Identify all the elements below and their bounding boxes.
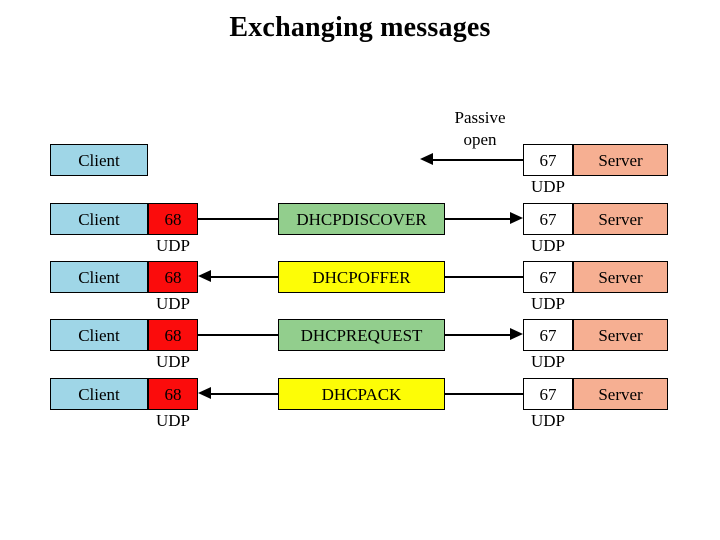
row4-server-port-label: 67 [539, 384, 557, 404]
row3-client-box: Client [50, 319, 148, 351]
row3-arrow-right-icon [510, 328, 523, 340]
row1-client-port-box: 68 [148, 203, 198, 235]
row3-server-port-label: 67 [539, 325, 557, 345]
row4-connector-line-left [211, 393, 278, 395]
row1-client-port-label: 68 [164, 209, 182, 229]
row3-server-label: Server [598, 325, 643, 345]
row1-server-box: Server [573, 203, 668, 235]
row1-client-label: Client [78, 209, 120, 229]
row4-arrow-left-icon [198, 387, 211, 399]
row1-server-port-box: 67 [523, 203, 573, 235]
row1-client-udp-label: UDP [155, 236, 190, 255]
row4-message-box: DHCPACK [278, 378, 445, 410]
row2-client-label: Client [78, 267, 120, 287]
row2-client-port-box: 68 [148, 261, 198, 293]
row0-connector-line [428, 159, 523, 161]
row2-server-udp-label: UDP [530, 294, 565, 313]
row4-client-port-box: 68 [148, 378, 198, 410]
row2-server-box: Server [573, 261, 668, 293]
row2-client-box: Client [50, 261, 148, 293]
row4-server-port-box: 67 [523, 378, 573, 410]
row3-client-label: Client [78, 325, 120, 345]
row2-client-udp-label: UDP [155, 294, 190, 313]
page-title: Exchanging messages [229, 12, 491, 43]
passive-open-line2: open [463, 129, 497, 149]
row1-server-label: Server [598, 209, 643, 229]
row1-connector-line-left [198, 218, 278, 220]
row0-client-label: Client [78, 150, 120, 170]
row3-server-port-box: 67 [523, 319, 573, 351]
row1-client-box: Client [50, 203, 148, 235]
row3-connector-line-right [445, 334, 510, 336]
row2-arrow-left-icon [198, 270, 211, 282]
row3-client-udp-label: UDP [155, 352, 190, 371]
row2-message-box: DHCPOFFER [278, 261, 445, 293]
row3-message-box: DHCPREQUEST [278, 319, 445, 351]
row2-message-label: DHCPOFFER [312, 267, 411, 287]
row4-message-label: DHCPACK [321, 384, 402, 404]
row4-client-box: Client [50, 378, 148, 410]
row0-server-port-box: 67 [523, 144, 573, 176]
row2-connector-line-left [211, 276, 278, 278]
row1-connector-line-right [445, 218, 510, 220]
row2-connector-line-right [445, 276, 523, 278]
row0-server-udp-label: UDP [530, 177, 565, 196]
row2-server-port-label: 67 [539, 267, 557, 287]
row3-server-udp-label: UDP [530, 352, 565, 371]
row2-server-label: Server [598, 267, 643, 287]
row3-connector-line-left [198, 334, 278, 336]
row1-message-box: DHCPDISCOVER [278, 203, 445, 235]
passive-open-line1: Passive [454, 108, 506, 127]
row0-server-box: Server [573, 144, 668, 176]
row2-client-port-label: 68 [164, 267, 182, 287]
row1-message-label: DHCPDISCOVER [296, 209, 427, 229]
row4-client-port-label: 68 [164, 384, 182, 404]
row4-client-label: Client [78, 384, 120, 404]
row0-server-label: Server [598, 150, 643, 170]
row0-server-port-label: 67 [539, 150, 557, 170]
row2-server-port-box: 67 [523, 261, 573, 293]
row0-arrow-left-icon [420, 153, 433, 165]
row4-server-box: Server [573, 378, 668, 410]
row3-client-port-label: 68 [164, 325, 182, 345]
row0-client-box: Client [50, 144, 148, 176]
row3-message-label: DHCPREQUEST [300, 325, 423, 345]
row3-server-box: Server [573, 319, 668, 351]
row1-server-udp-label: UDP [530, 236, 565, 255]
row3-client-port-box: 68 [148, 319, 198, 351]
row1-arrow-right-icon [510, 212, 523, 224]
row4-connector-line-right [445, 393, 523, 395]
row4-client-udp-label: UDP [155, 411, 190, 430]
row1-server-port-label: 67 [539, 209, 557, 229]
passive-open-annotation: Passive open [435, 107, 525, 151]
row4-server-udp-label: UDP [530, 411, 565, 430]
row4-server-label: Server [598, 384, 643, 404]
